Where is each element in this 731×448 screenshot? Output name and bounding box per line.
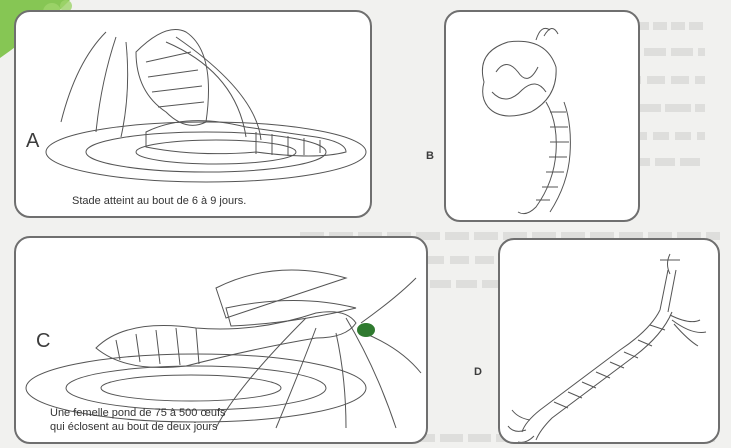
caption-line-1: Une femelle pond de 75 à 500 œufs xyxy=(50,406,226,420)
panel-d-side-label: D xyxy=(474,366,482,378)
panel-caption: Stade atteint au bout de 6 à 9 jours. xyxy=(72,195,246,207)
panel-a: A Stade atteint au bout de 6 à 9 jours. xyxy=(14,10,372,218)
panel-label: C xyxy=(36,330,50,353)
pupa-illustration xyxy=(446,12,640,222)
panel-c: C Une femelle pond de 75 à 500 œufs qui … xyxy=(14,236,428,444)
panel-label: A xyxy=(26,130,39,153)
panel-caption: Une femelle pond de 75 à 500 œufs qui éc… xyxy=(50,406,226,434)
panel-b: B xyxy=(444,10,640,222)
panel-d xyxy=(498,238,720,444)
larva-illustration xyxy=(500,240,720,444)
adult-emerging-illustration xyxy=(16,12,372,218)
caption-line-2: qui éclosent au bout de deux jours xyxy=(50,420,226,434)
panel-b-side-label: B xyxy=(426,150,434,162)
